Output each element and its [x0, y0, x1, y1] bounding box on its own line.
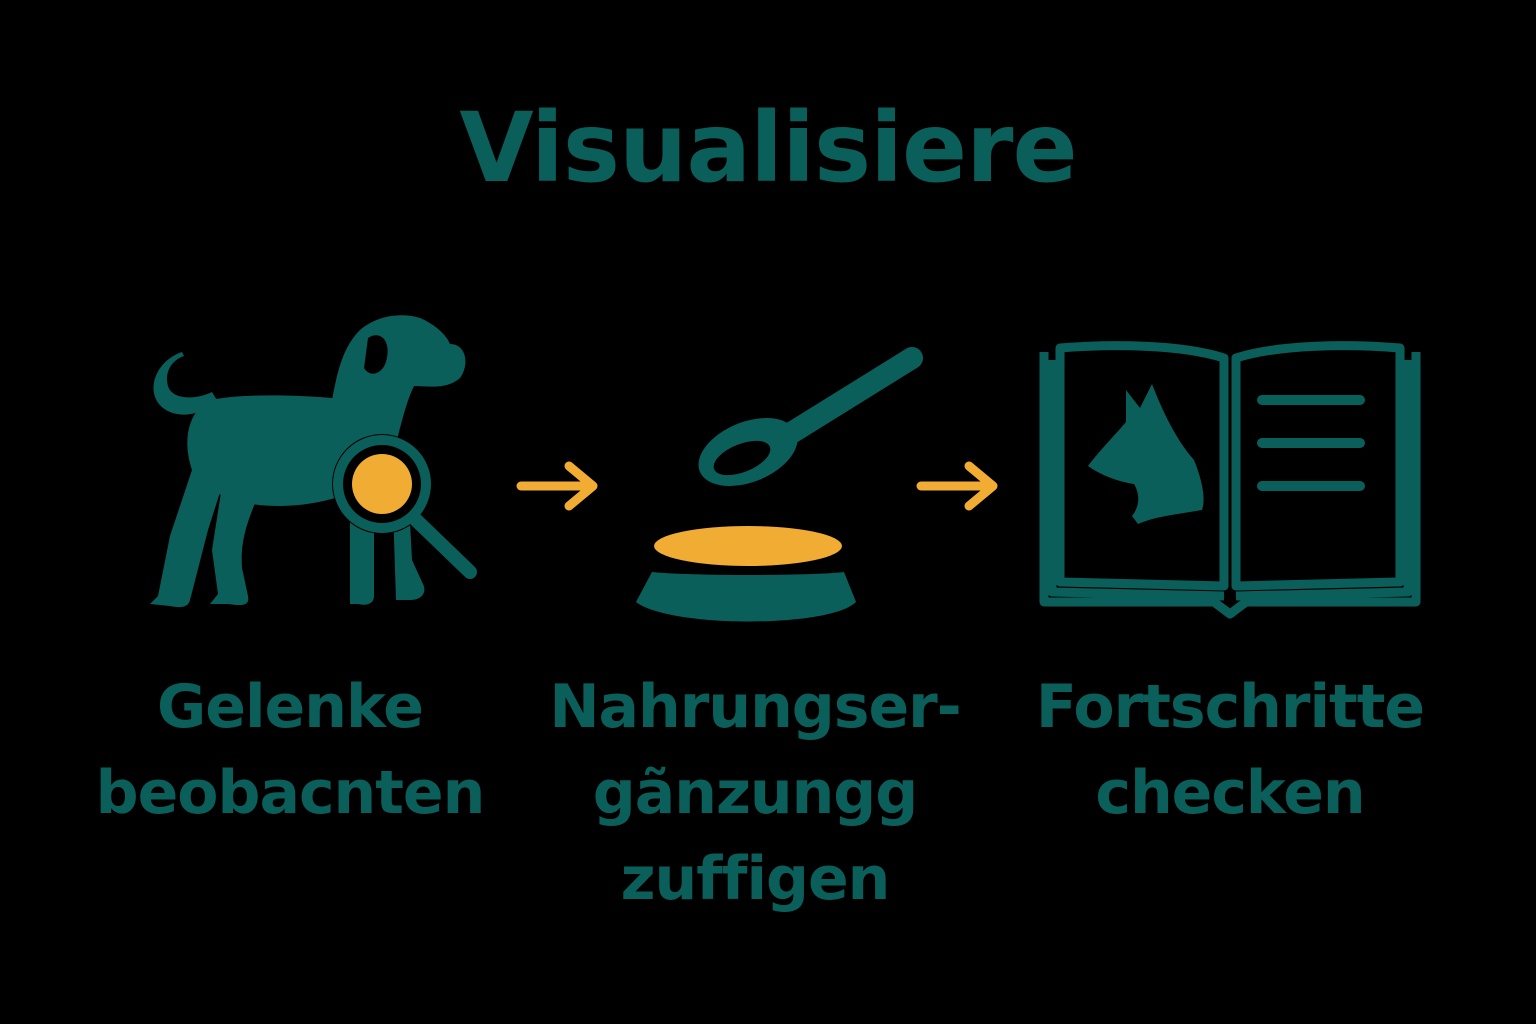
open-book-dog-icon — [1039, 341, 1421, 619]
arrow-right-icon — [516, 461, 598, 511]
label-line: Fortschritte — [1035, 672, 1425, 742]
label-line: beobacnten — [95, 758, 486, 828]
label-line: Nahrungser- — [549, 672, 961, 742]
step-label-supplements: Nahrungser- gãnzungg zuffigen — [520, 664, 990, 922]
page-title: Visualisiere — [459, 92, 1077, 204]
label-line: gãnzungg — [592, 758, 918, 828]
step-label-progress: Fortschritte checken — [1010, 664, 1450, 836]
step-label-joints: Gelenke beobacnten — [60, 664, 520, 836]
spoon-and-bowl-icon — [636, 347, 923, 622]
label-line: zuffigen — [620, 844, 891, 914]
label-line: checken — [1095, 758, 1365, 828]
arrow-right-icon — [916, 461, 998, 511]
label-line: Gelenke — [157, 672, 424, 742]
dog-with-magnifier-icon — [150, 315, 477, 608]
